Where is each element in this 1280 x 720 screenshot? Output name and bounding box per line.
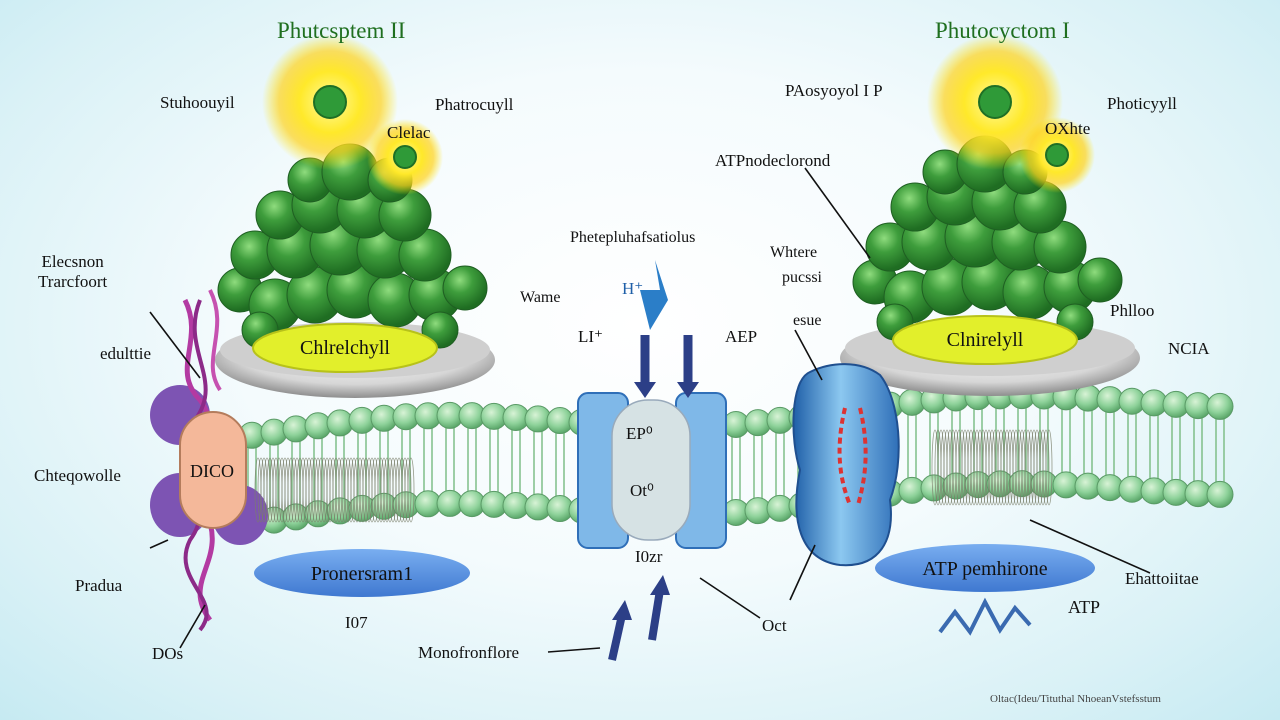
transmembrane-helix	[931, 429, 1053, 506]
label-ep: EP⁰	[626, 424, 653, 443]
label-h-plus: H⁺	[622, 279, 644, 298]
label-atp-pemfirone: ATP pemhirone	[922, 557, 1048, 580]
photosystem-ii-complex	[215, 143, 495, 398]
pronerom-pill	[254, 549, 470, 597]
atp-ribbon	[938, 597, 1032, 636]
label-chteqowolle: Chteqowolle	[34, 466, 121, 485]
label-pradua: Pradua	[75, 576, 123, 595]
label-oct: Oct	[762, 616, 787, 635]
atp-synthase	[792, 363, 900, 567]
title-photosystem-i: Phutocyctom I	[935, 18, 1070, 43]
label-pucsi: pucssi	[782, 269, 822, 286]
label-esue: esue	[793, 312, 822, 329]
label-ot: Ot⁰	[630, 481, 654, 500]
label-dico: DICO	[190, 461, 234, 481]
label-phosyoyl: PAosyoyol I P	[785, 81, 883, 100]
label-dos: DOs	[152, 644, 184, 663]
label-ncia: NCIA	[1168, 339, 1210, 358]
label-clelac: Clelac	[387, 123, 431, 142]
label-oxhte: OXhte	[1045, 119, 1091, 138]
chlorophyll-right-oval	[892, 315, 1078, 365]
atp-pemfirone-pill	[875, 544, 1095, 592]
small-sun-icon	[1019, 117, 1095, 193]
label-electron-transport: Elecsnon Trarcfoort	[38, 252, 108, 292]
electron-transport-complex	[150, 289, 268, 632]
label-stuhoouyil: Stuhoouyil	[160, 93, 235, 112]
label-monofrontore: Monofronflore	[418, 643, 520, 662]
transmembrane-helix	[254, 457, 415, 523]
label-wame: Wame	[520, 289, 561, 306]
label-atp-center: AEP	[725, 327, 758, 346]
footer-credit: Oltac(Ideu/Tituthal NhoeanVstefsstum	[990, 693, 1161, 705]
label-pronerom: Pronersram1	[310, 562, 414, 585]
sun-icon	[262, 34, 398, 170]
central-channel	[577, 260, 727, 661]
label-edulitie: edulttie	[100, 344, 151, 363]
label-atp: ATP	[1068, 597, 1101, 617]
label-ehattoitae: Ehattoiitae	[1125, 569, 1199, 588]
label-chlorophyll-right: Clnirelyll	[946, 328, 1024, 351]
title-photosystem-ii: Phutcsptem II	[277, 18, 406, 43]
label-i07: I07	[345, 613, 368, 632]
label-lozr: I0zr	[635, 547, 663, 566]
leader-lines	[149, 167, 1151, 653]
chlorophyll-left-oval	[252, 323, 438, 373]
label-phlloo: Phlloo	[1110, 301, 1155, 320]
label-atp-nodecl: ATPnodeclorond	[715, 151, 831, 170]
label-middle-top: Phetepluhafsatiolus	[570, 229, 696, 246]
label-whtere: Whtere	[770, 244, 818, 261]
label-li: LI⁺	[578, 327, 604, 346]
label-photicyyll: Photicyyll	[1107, 94, 1177, 113]
label-phatrocuyll: Phatrocuyll	[435, 95, 514, 114]
small-sun-icon	[367, 119, 443, 195]
label-chlorophyll-left: Chlrelchyll	[300, 336, 390, 359]
